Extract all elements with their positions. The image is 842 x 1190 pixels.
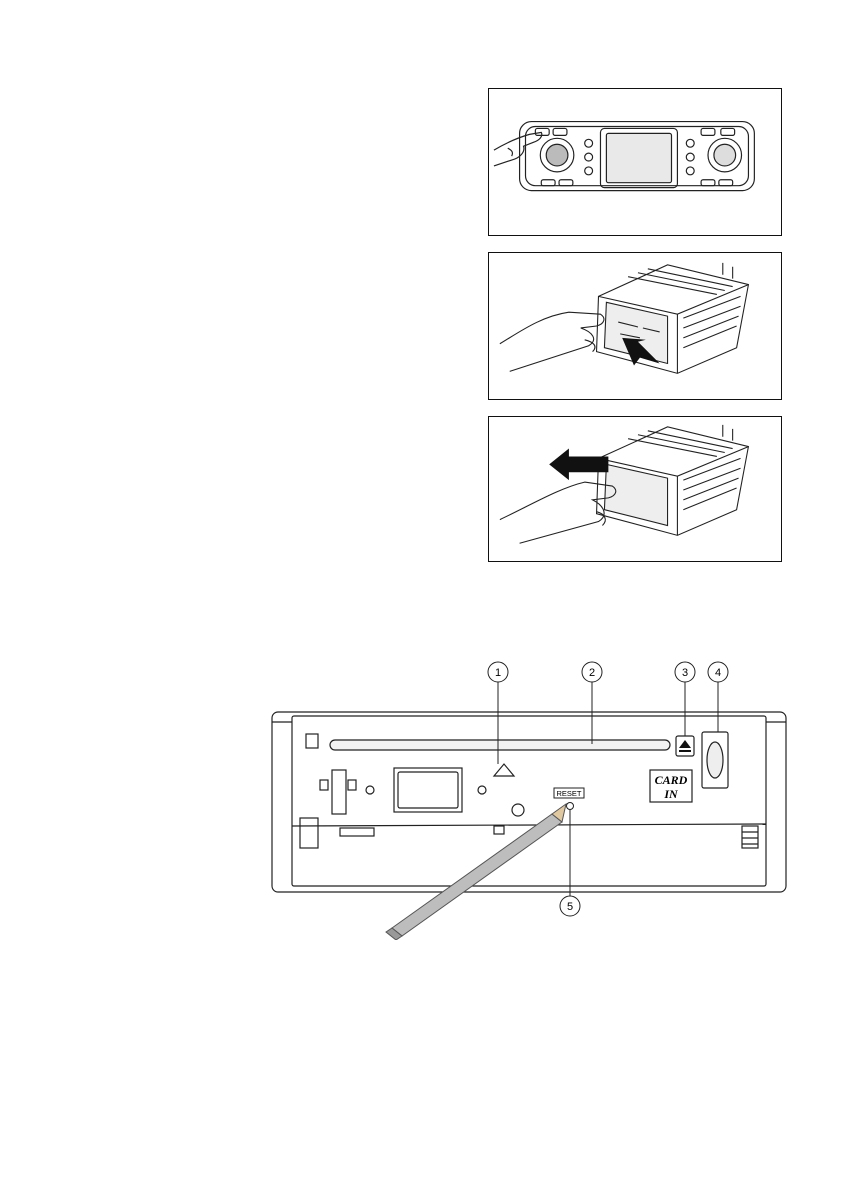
figure-release-button-press [488, 88, 782, 236]
callout-5: 5 [567, 901, 573, 913]
figure-panel-pull-off [488, 416, 782, 562]
reset-label: RESET [556, 789, 581, 798]
card-in-label-line1: CARD [655, 773, 688, 787]
card-in-label-line2: IN [663, 787, 679, 801]
radio-front-illustration [489, 89, 781, 235]
chassis-tilt-illustration [489, 253, 781, 399]
callout-2: 2 [589, 667, 595, 679]
callout-3: 3 [682, 667, 688, 679]
figure-panel-tilt-out [488, 252, 782, 400]
callout-4: 4 [715, 667, 721, 679]
callout-1: 1 [495, 667, 501, 679]
chassis-pull-illustration [489, 417, 781, 561]
chassis-front-diagram: 1 2 3 4 5 RESET CARD IN [270, 660, 790, 940]
